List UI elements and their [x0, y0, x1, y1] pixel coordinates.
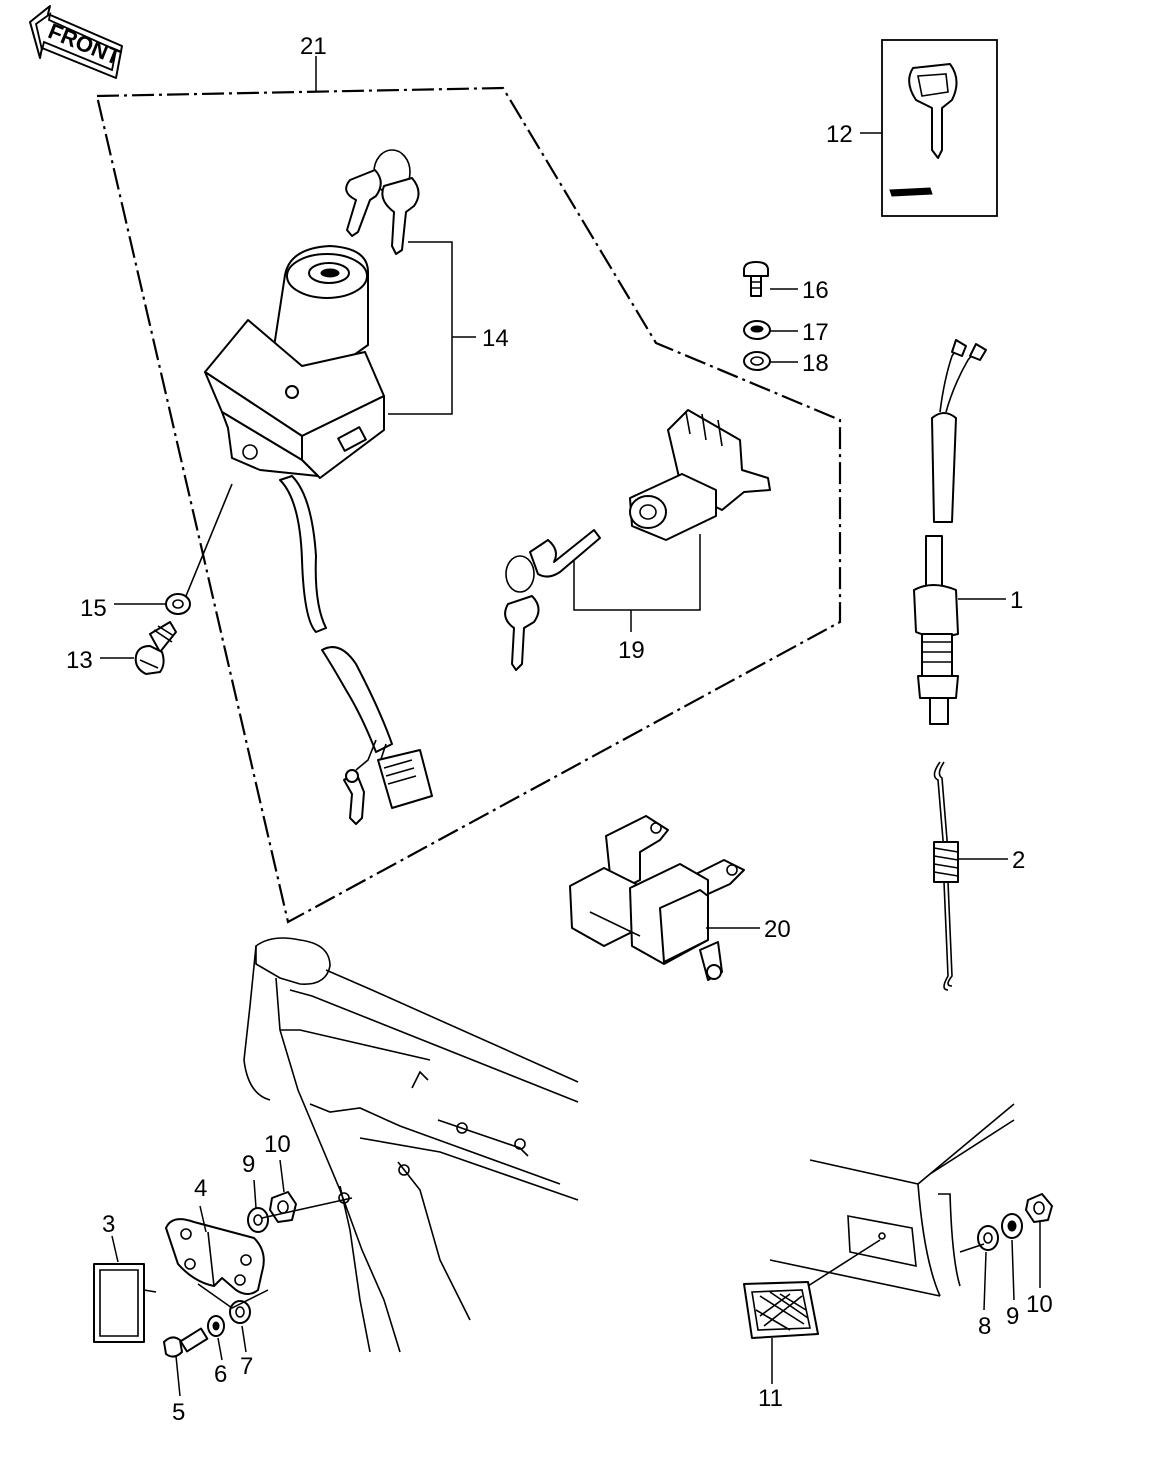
washer-6: [207, 1315, 225, 1337]
callout-11: 11: [758, 1385, 783, 1412]
callout-1: 1: [1010, 587, 1023, 614]
washer-8: [977, 1225, 999, 1251]
callout-14-bracket: [388, 241, 476, 415]
callout-8: 8: [978, 1313, 991, 1340]
callout-14: 14: [482, 325, 509, 352]
callout-19: 19: [618, 637, 645, 664]
nut-10-right: [1025, 1193, 1053, 1223]
callout-13: 13: [66, 647, 93, 674]
switch-20: [569, 815, 745, 981]
washer-18: [743, 351, 771, 371]
callout-5: 5: [172, 1399, 185, 1426]
callout-20: 20: [764, 916, 791, 943]
nut-10-left: [269, 1191, 297, 1223]
frame-outline: [243, 937, 579, 1353]
callout-3: 3: [102, 1211, 115, 1238]
reflector-11: [743, 1239, 881, 1339]
callout-4: 4: [194, 1175, 207, 1202]
rear-fender: [769, 1103, 1015, 1297]
washer-15: [165, 593, 191, 615]
washer-9-right: [1001, 1213, 1023, 1239]
washer-17: [743, 320, 771, 340]
bracket-4: [165, 1218, 265, 1295]
key-card: [881, 39, 998, 217]
callout-17: 17: [802, 319, 829, 346]
washer-9-left: [247, 1207, 269, 1233]
callout-10-left: 10: [264, 1131, 291, 1158]
ignition-set-boundary: [95, 56, 842, 924]
screw-5: [163, 1327, 209, 1358]
callout-9-left: 9: [242, 1151, 255, 1178]
callout-7: 7: [240, 1353, 253, 1380]
callout-6: 6: [214, 1361, 227, 1388]
ignition-keys: [345, 149, 420, 255]
callout-15: 15: [80, 595, 107, 622]
callout-10-right: 10: [1026, 1291, 1053, 1318]
reflector-3: [93, 1263, 157, 1343]
callout-21: 21: [300, 33, 327, 60]
callout-18: 18: [802, 350, 829, 377]
lock-19: [504, 409, 771, 671]
callout-16: 16: [802, 277, 829, 304]
spring-2: [933, 761, 959, 991]
ignition-switch: [204, 245, 433, 825]
front-arrow-icon: FRONT: [29, 5, 125, 79]
callout-2: 2: [1012, 847, 1025, 874]
brake-switch-1: [913, 339, 987, 725]
screw-13: [134, 621, 177, 675]
screw-16: [743, 261, 769, 297]
callout-9-right: 9: [1006, 1303, 1019, 1330]
callout-12: 12: [826, 121, 853, 148]
